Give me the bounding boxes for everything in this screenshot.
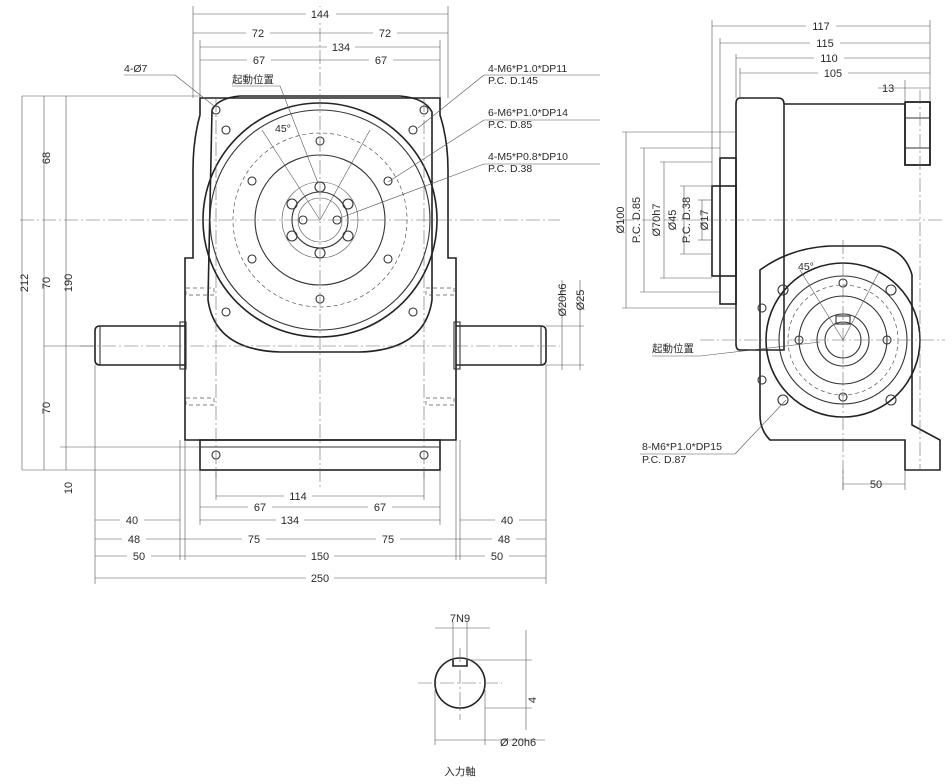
dim-bottom-114: 114 bbox=[289, 491, 307, 503]
shaft-dia: Ø 20h6 bbox=[500, 737, 536, 749]
dim-front-67-right: 67 bbox=[375, 55, 387, 67]
front-bottom-dimensions: 114 67 67 134 40 40 48 75 75 48 50 150 5… bbox=[94, 365, 547, 585]
front-top-dimensions: 144 72 72 134 67 67 bbox=[192, 6, 449, 98]
callout-3-line1: 4-M5*P0.8*DP10 bbox=[488, 151, 568, 163]
shaft-keyway: 7N9 bbox=[450, 613, 470, 625]
dim-shaft-fit: Ø20h6 bbox=[557, 283, 569, 316]
dim-side-pcd38: P.C. D.38 bbox=[681, 197, 693, 243]
dim-bottom-50-left: 50 bbox=[133, 551, 145, 563]
dim-bottom-150: 150 bbox=[311, 551, 329, 563]
side-top-dimensions: 117 115 110 105 13 bbox=[711, 19, 931, 186]
callout-3-line2: P.C. D.38 bbox=[488, 163, 532, 175]
dim-front-68: 68 bbox=[41, 152, 53, 164]
dim-front-134: 134 bbox=[332, 42, 350, 54]
dim-side-d17: Ø17 bbox=[699, 210, 711, 231]
label-side-start-position: 起動位置 bbox=[652, 342, 694, 355]
side-callout-line2: P.C. D.87 bbox=[642, 454, 686, 466]
dim-bottom-134: 134 bbox=[281, 515, 299, 527]
note-4-dia7: 4-Ø7 bbox=[124, 63, 148, 75]
label-angle-45: 45° bbox=[275, 123, 291, 135]
callout-2-line1: 6-M6*P1.0*DP14 bbox=[488, 107, 568, 119]
dim-side-d45: Ø45 bbox=[667, 210, 679, 231]
dim-bottom-40-left: 40 bbox=[126, 515, 138, 527]
dim-bottom-67-left: 67 bbox=[254, 502, 266, 514]
dim-shaft-dia: Ø25 bbox=[575, 290, 587, 311]
shaft-detail: 7N9 4 Ø 20h6 入力軸 bbox=[418, 613, 545, 778]
dim-side-115: 115 bbox=[816, 38, 834, 50]
dim-side-13: 13 bbox=[882, 83, 894, 95]
dim-side-117: 117 bbox=[812, 21, 830, 33]
side-callout-line1: 8-M6*P1.0*DP15 bbox=[642, 441, 722, 453]
dim-front-212: 212 bbox=[19, 274, 31, 292]
front-notes: 4-Ø7 起動位置 45° 4-M6*P1.0*DP11 P.C. D.145 … bbox=[124, 63, 600, 219]
dim-front-144: 144 bbox=[311, 9, 329, 21]
dim-bottom-50-right: 50 bbox=[491, 551, 503, 563]
callout-1-line2: P.C. D.145 bbox=[488, 75, 538, 87]
dim-front-72-left: 72 bbox=[252, 28, 264, 40]
dim-side-d100: Ø100 bbox=[615, 207, 627, 234]
dim-front-10: 10 bbox=[63, 482, 75, 494]
dim-bottom-75-right: 75 bbox=[382, 534, 394, 546]
label-side-angle-45: 45° bbox=[798, 261, 814, 273]
dim-bottom-75-left: 75 bbox=[248, 534, 260, 546]
dim-front-70-low: 70 bbox=[41, 402, 53, 414]
front-shaft-dimensions: Ø20h6 Ø25 bbox=[546, 280, 587, 370]
dim-front-67-left: 67 bbox=[253, 55, 265, 67]
shaft-title: 入力軸 bbox=[444, 765, 476, 778]
dim-bottom-250: 250 bbox=[311, 573, 329, 585]
dim-bottom-67-right: 67 bbox=[374, 502, 386, 514]
callout-1-line1: 4-M6*P1.0*DP11 bbox=[488, 63, 567, 75]
front-view bbox=[20, 6, 560, 490]
dim-side-pcd85: P.C. D.85 bbox=[631, 197, 643, 243]
dim-front-70-mid: 70 bbox=[41, 277, 53, 289]
dim-front-72-right: 72 bbox=[379, 28, 391, 40]
dim-side-110: 110 bbox=[820, 53, 838, 65]
dim-side-d70: Ø70h7 bbox=[651, 203, 663, 236]
callout-2-line2: P.C. D.85 bbox=[488, 119, 532, 131]
dim-bottom-48-left: 48 bbox=[128, 534, 140, 546]
shaft-depth: 4 bbox=[527, 697, 539, 703]
dim-side-105: 105 bbox=[824, 68, 842, 80]
dim-front-190: 190 bbox=[63, 274, 75, 292]
dim-side-50: 50 bbox=[870, 479, 882, 491]
side-view bbox=[620, 90, 945, 490]
front-left-dimensions: 212 190 68 70 70 10 bbox=[19, 95, 200, 494]
side-vertical-dimensions: Ø100 P.C. D.85 Ø70h7 Ø45 P.C. D.38 Ø17 bbox=[615, 131, 736, 309]
label-start-position: 起動位置 bbox=[232, 73, 274, 86]
dim-bottom-40-right: 40 bbox=[501, 515, 513, 527]
dim-bottom-48-right: 48 bbox=[498, 534, 510, 546]
side-notes: 45° 起動位置 8-M6*P1.0*DP15 P.C. D.87 50 bbox=[640, 261, 906, 491]
